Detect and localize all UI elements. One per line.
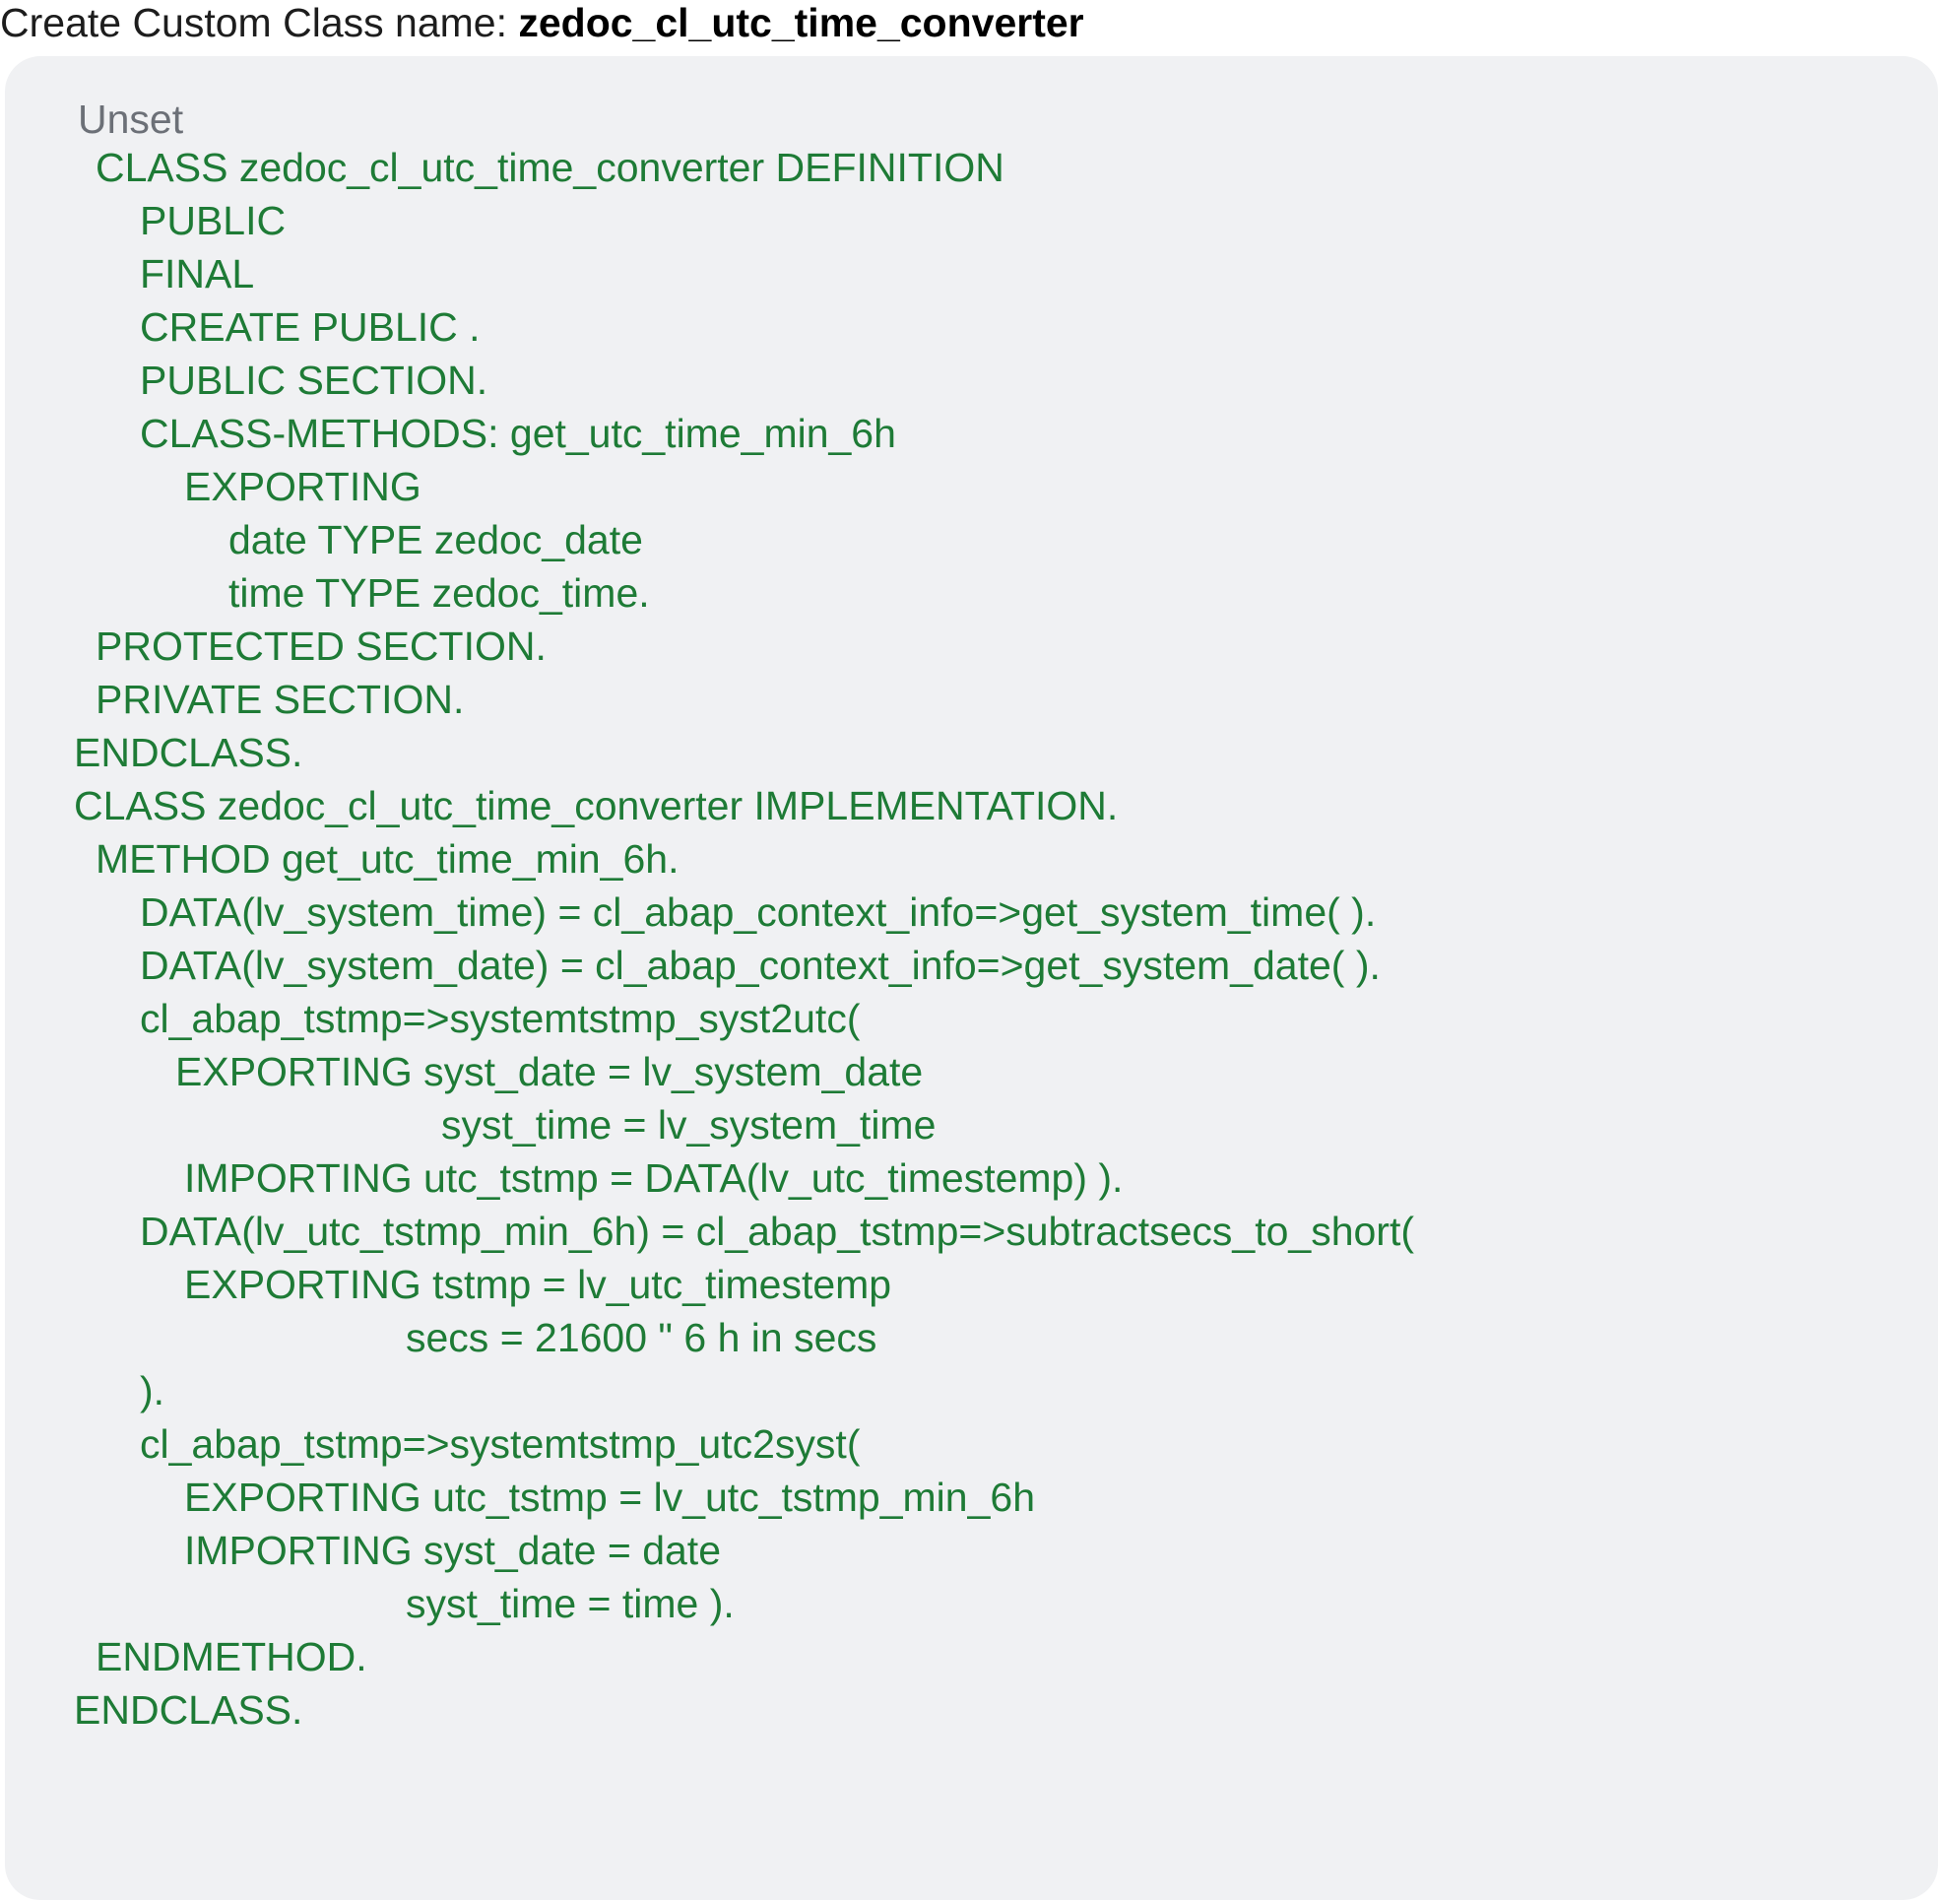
code-line: PUBLIC SECTION. — [140, 358, 488, 403]
code-line: PROTECTED SECTION. — [96, 624, 547, 669]
code-line: ENDCLASS. — [74, 1687, 303, 1733]
code-line: EXPORTING — [184, 464, 421, 509]
code-language-label: Unset — [78, 97, 184, 142]
code-line: PUBLIC — [140, 198, 287, 243]
code-line: ENDMETHOD. — [96, 1634, 367, 1679]
code-line: IMPORTING utc_tstmp = DATA(lv_utc_timest… — [184, 1155, 1124, 1201]
code-line: time TYPE zedoc_time. — [228, 570, 650, 616]
code-line: IMPORTING syst_date = date — [184, 1528, 721, 1573]
code-line: CLASS zedoc_cl_utc_time_converter IMPLEM… — [74, 783, 1119, 828]
code-line: cl_abap_tstmp=>systemtstmp_utc2syst( — [140, 1421, 861, 1467]
code-line: ENDCLASS. — [74, 730, 303, 775]
code-line: CREATE PUBLIC . — [140, 304, 481, 350]
code-line: ). — [140, 1368, 165, 1413]
code-line: METHOD get_utc_time_min_6h. — [96, 836, 680, 882]
code-line: date TYPE zedoc_date — [228, 517, 643, 562]
code-line: DATA(lv_system_date) = cl_abap_context_i… — [140, 943, 1381, 988]
code-line: CLASS zedoc_cl_utc_time_converter DEFINI… — [96, 145, 1004, 190]
code-line: DATA(lv_system_time) = cl_abap_context_i… — [140, 889, 1377, 935]
code-line: DATA(lv_utc_tstmp_min_6h) = cl_abap_tstm… — [140, 1209, 1415, 1254]
page-heading: Create Custom Class name: zedoc_cl_utc_t… — [0, 0, 1084, 45]
code-line: EXPORTING syst_date = lv_system_date — [175, 1049, 924, 1094]
code-line: syst_time = time ). — [406, 1581, 735, 1626]
code-line: EXPORTING tstmp = lv_utc_timestemp — [184, 1262, 892, 1307]
code-line: PRIVATE SECTION. — [96, 677, 465, 722]
code-line: FINAL — [140, 251, 255, 296]
heading-prefix: Create Custom Class name: — [0, 0, 519, 45]
code-line: secs = 21600 " 6 h in secs — [406, 1315, 877, 1360]
code-block: Unset CLASS zedoc_cl_utc_time_converter … — [5, 56, 1938, 1900]
code-line: EXPORTING utc_tstmp = lv_utc_tstmp_min_6… — [184, 1475, 1036, 1520]
heading-class-name: zedoc_cl_utc_time_converter — [518, 0, 1084, 45]
code-line: cl_abap_tstmp=>systemtstmp_syst2utc( — [140, 996, 861, 1041]
code-line: CLASS-METHODS: get_utc_time_min_6h — [140, 411, 896, 456]
code-line: syst_time = lv_system_time — [441, 1102, 937, 1148]
